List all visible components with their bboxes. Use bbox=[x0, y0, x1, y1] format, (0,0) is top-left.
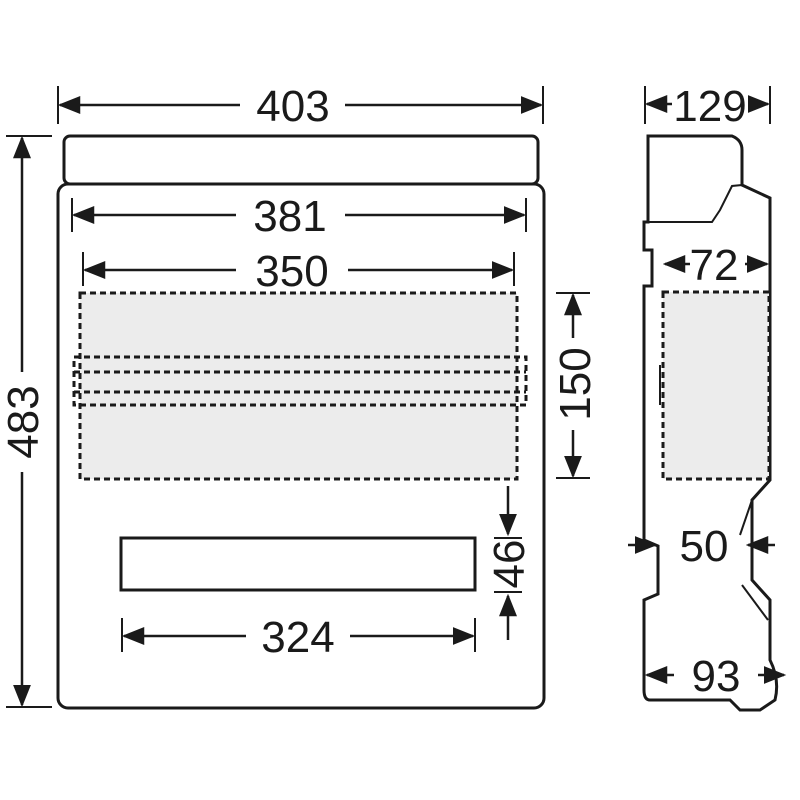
dim-overall-width: 403 bbox=[57, 82, 544, 131]
dim-depth-label: 129 bbox=[673, 82, 746, 131]
dim-cutout-height-label: 150 bbox=[551, 347, 600, 420]
dim-depth: 129 bbox=[644, 82, 771, 131]
side-step-4 bbox=[739, 499, 753, 536]
dim-rail-offset: 50 bbox=[628, 522, 775, 571]
side-step-3 bbox=[741, 584, 769, 621]
dim-label-width: 324 bbox=[121, 613, 476, 662]
dim-inner-width: 381 bbox=[71, 192, 527, 241]
dim-cutout-width-label: 350 bbox=[255, 247, 328, 296]
side-cutout-area bbox=[661, 290, 771, 481]
side-step-1 bbox=[644, 184, 743, 223]
side-view: 129 72 50 93 bbox=[628, 82, 787, 712]
dim-cutout-depth: 72 bbox=[662, 241, 770, 290]
front-view: 403 381 350 150 bbox=[0, 82, 600, 710]
dim-overall-height: 483 bbox=[0, 135, 52, 708]
rail-band-outer bbox=[72, 355, 528, 407]
label-strip bbox=[119, 536, 477, 592]
dim-label-width-label: 324 bbox=[261, 613, 334, 662]
top-cover bbox=[62, 134, 540, 186]
dim-inner-width-label: 381 bbox=[253, 192, 326, 241]
dim-base-depth: 93 bbox=[644, 652, 787, 701]
dim-cutout-depth-label: 72 bbox=[690, 241, 739, 290]
cutout-area bbox=[78, 291, 519, 481]
dim-base-depth-label: 93 bbox=[692, 652, 741, 701]
dim-label-gap-label: 46 bbox=[485, 540, 534, 589]
dim-overall-height-label: 483 bbox=[0, 385, 48, 458]
dim-rail-offset-label: 50 bbox=[680, 522, 729, 571]
dim-cutout-height: 150 bbox=[551, 292, 600, 479]
dim-overall-width-label: 403 bbox=[256, 82, 329, 131]
dim-label-gap: 46 bbox=[485, 486, 534, 640]
dim-cutout-width: 350 bbox=[82, 247, 515, 296]
